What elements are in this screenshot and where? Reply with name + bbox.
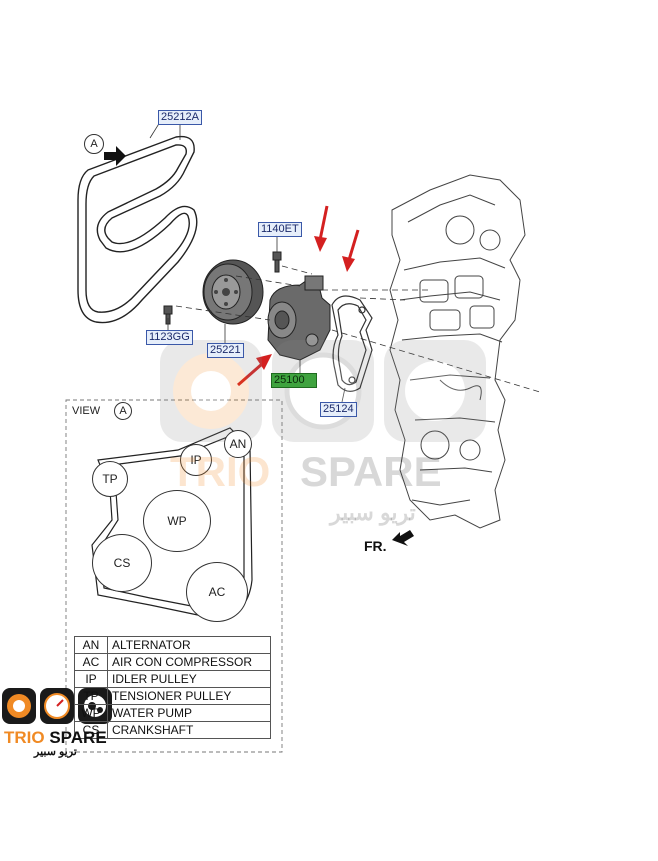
legend-code: IP xyxy=(74,670,108,688)
drive-belt-drawing xyxy=(77,135,198,324)
legend-name: ALTERNATOR xyxy=(107,636,271,654)
front-direction-arrow xyxy=(392,530,414,546)
pump-gasket-drawing xyxy=(331,295,373,392)
engine-block-drawing xyxy=(389,174,526,529)
part-label-belt: 25212A xyxy=(158,110,202,125)
pump-pulley-drawing xyxy=(202,259,264,325)
pulley-wp: WP xyxy=(143,490,211,552)
part-label-gasket: 25124 xyxy=(320,402,357,417)
legend-name: IDLER PULLEY xyxy=(107,670,271,688)
legend-name: WATER PUMP xyxy=(107,704,271,722)
pulley-cs: CS xyxy=(92,534,152,592)
legend-code: AN xyxy=(74,636,108,654)
watermark-name-part1: TRIO xyxy=(170,448,271,495)
view-title: VIEW xyxy=(72,405,101,417)
pulley-ip: IP xyxy=(180,444,212,476)
view-a-frame xyxy=(65,399,283,753)
water-pump-drawing xyxy=(267,275,331,361)
part-label-bolt-pulley: 1123GG xyxy=(146,330,193,345)
legend-code: TP xyxy=(74,687,108,705)
brand-logo-text: TRIO SPARE xyxy=(4,728,107,748)
pulley-an: AN xyxy=(224,430,252,458)
view-a-arrow xyxy=(104,146,126,166)
legend-name: CRANKSHAFT xyxy=(107,721,271,739)
alignment-dashes xyxy=(175,265,541,393)
part-label-pulley: 25221 xyxy=(207,343,244,358)
legend-name: AIR CON COMPRESSOR xyxy=(107,653,271,671)
part-label-bolt-top: 1140ET xyxy=(258,222,302,237)
part-label-water-pump: 25100 xyxy=(271,373,317,388)
watermark-name-part2: SPARE xyxy=(300,448,442,495)
view-title-marker: A xyxy=(114,402,132,420)
view-a-marker: A xyxy=(84,134,104,154)
front-label: FR. xyxy=(364,538,387,554)
watermark-arabic: تريو سبير xyxy=(330,500,416,525)
brand-arabic: تريو سبير xyxy=(34,746,77,758)
legend-name: TENSIONER PULLEY xyxy=(107,687,271,705)
legend-code: WP xyxy=(74,704,108,722)
pulley-ac: AC xyxy=(186,562,248,622)
brand-name-part1: TRIO xyxy=(4,728,45,747)
red-arrows xyxy=(237,205,360,387)
legend-code: CS xyxy=(74,721,108,739)
legend-code: AC xyxy=(74,653,108,671)
brand-name-part2: SPARE xyxy=(49,728,107,747)
pulley-tp: TP xyxy=(92,461,128,497)
